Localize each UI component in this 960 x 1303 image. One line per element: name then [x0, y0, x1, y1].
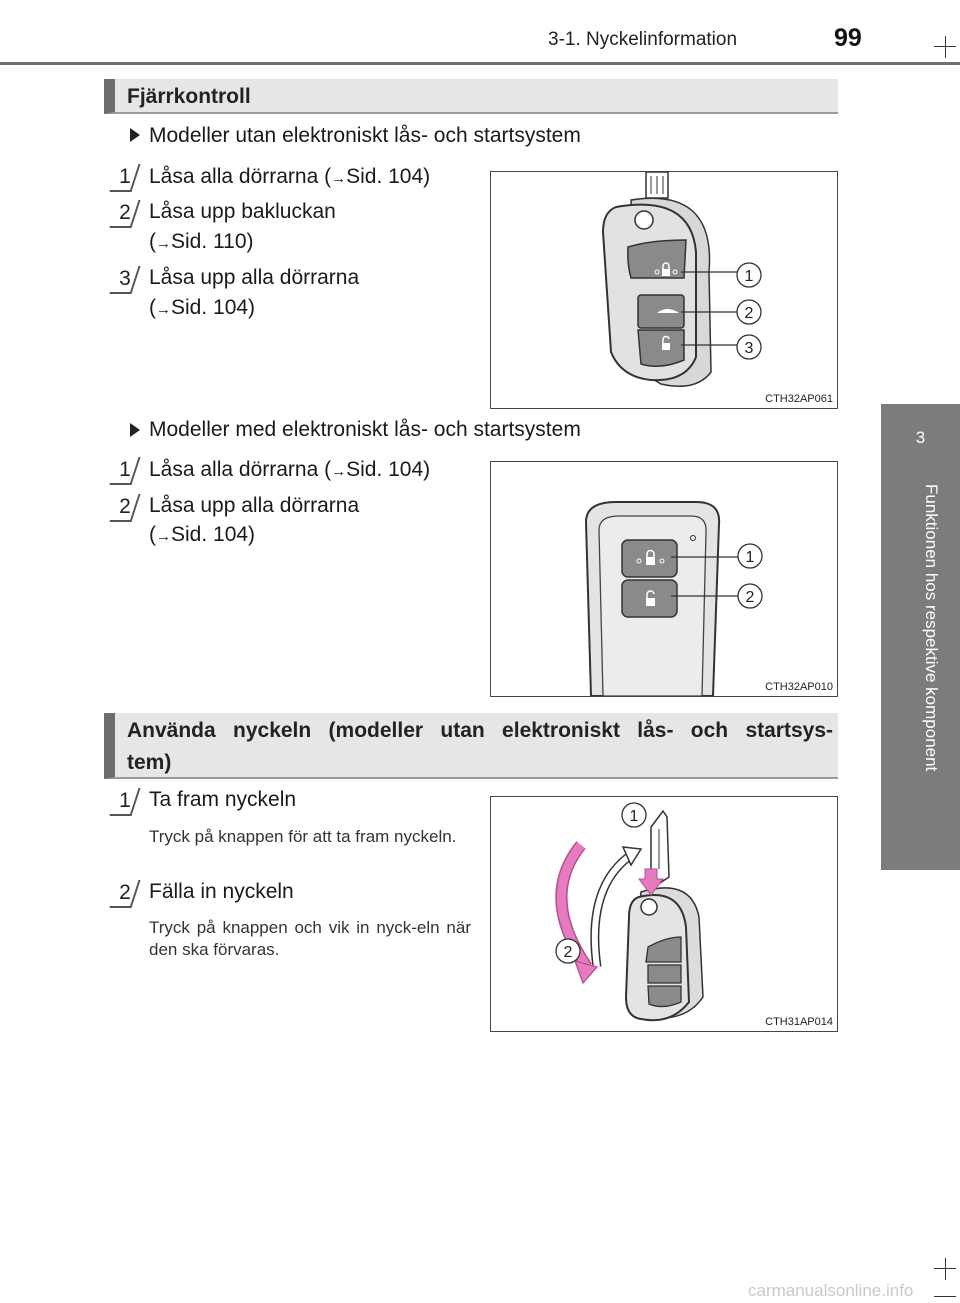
item-description: Tryck på knappen och vik in nyck-eln när… [149, 918, 471, 959]
callout-label: 3 [745, 340, 754, 357]
item-number: 1 [116, 164, 134, 190]
chapter-tab-label-area: Funktionen hos respektive komponent [881, 470, 960, 870]
item-title: Fälla in nyckeln [149, 880, 294, 903]
figure-flip-key: 1 2 3 CTH32AP061 [490, 171, 838, 409]
page-number: 99 [834, 24, 862, 52]
callout-label: 1 [745, 268, 754, 285]
smart-key-illustration: 1 2 [584, 501, 763, 696]
flip-key-illustration: 1 2 3 [601, 172, 762, 387]
bullet-triangle [130, 128, 140, 142]
item-text: Låsa alla dörrarna (→Sid. 104) [149, 165, 431, 188]
section-header-remote: Fjärrkontroll [104, 79, 838, 114]
callout-label: 2 [745, 305, 754, 322]
section-title-line2: tem) [127, 751, 172, 774]
model-heading: Modeller utan elektroniskt lås- och star… [149, 124, 581, 147]
item-number: 1 [116, 788, 134, 814]
crop-mark [934, 1268, 956, 1269]
item-text-ref: (→Sid. 110) [149, 230, 254, 253]
section-title-line1: Använda nyckeln (modeller utan elektroni… [127, 719, 833, 742]
callout-label: 2 [564, 944, 573, 961]
item-number: 1 [116, 457, 134, 483]
figure-code: CTH32AP061 [765, 393, 833, 405]
figure-key-fold: 1 2 CTH31AP014 [490, 796, 838, 1032]
model-heading: Modeller med elektroniskt lås- och start… [149, 418, 581, 441]
item-number: 3 [116, 266, 134, 292]
header-rule [0, 62, 960, 65]
figure-code: CTH31AP014 [765, 1016, 833, 1028]
item-text: Låsa upp alla dörrarna [149, 266, 360, 289]
figure-smart-key: 1 2 CTH32AP010 [490, 461, 838, 697]
item-title: Ta fram nyckeln [149, 788, 297, 811]
chapter-tab [881, 404, 960, 470]
item-text: Låsa alla dörrarna (→Sid. 104) [149, 458, 431, 481]
item-description: Tryck på knappen för att ta fram nyckeln… [149, 827, 457, 846]
callout-label: 1 [746, 549, 755, 566]
watermark: carmanualsonline.info [748, 1281, 914, 1300]
crop-mark [945, 1258, 946, 1280]
bullet-triangle [130, 423, 140, 437]
item-text-ref: (→Sid. 104) [149, 296, 256, 319]
crop-mark [934, 1296, 956, 1297]
running-header-section: 3-1. Nyckelinformation [548, 29, 738, 50]
item-number: 2 [116, 200, 134, 226]
item-text: Låsa upp bakluckan [149, 200, 336, 223]
chapter-title: Funktionen hos respektive komponent [922, 484, 941, 772]
section-title: Fjärrkontroll [127, 85, 251, 108]
item-text-ref: (→Sid. 104) [149, 523, 256, 546]
key-fold-illustration: 1 2 [555, 802, 704, 1022]
crop-mark [934, 46, 956, 47]
crop-mark [945, 36, 946, 58]
chapter-number: 3 [915, 428, 926, 447]
item-number: 2 [116, 494, 134, 520]
callout-label: 1 [630, 808, 639, 825]
section-header-using-key: Använda nyckeln (modeller utan elektroni… [104, 713, 838, 779]
item-number: 2 [116, 880, 134, 906]
item-text: Låsa upp alla dörrarna [149, 494, 360, 517]
callout-label: 2 [746, 589, 755, 606]
figure-code: CTH32AP010 [765, 681, 833, 693]
